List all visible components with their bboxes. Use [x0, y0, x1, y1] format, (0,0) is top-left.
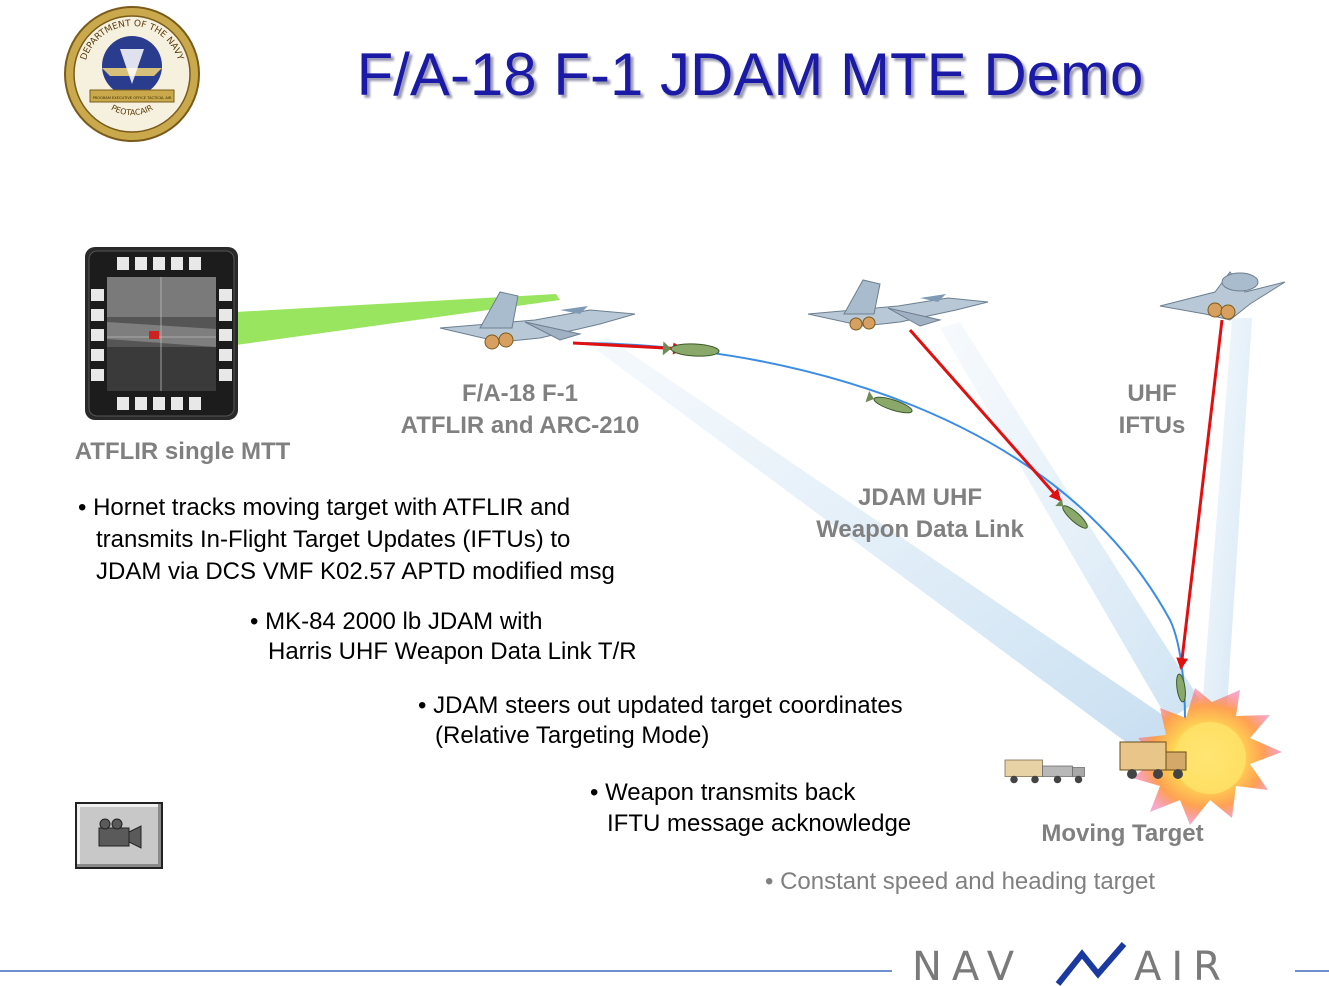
- jdam-bomb-3: [1055, 498, 1088, 529]
- svg-text:AIR: AIR: [1134, 944, 1231, 986]
- sensor-beam-aircraft2: [940, 322, 1200, 720]
- navy-seal-logo: DEPARTMENT OF THE NAVY PEOTACAIR PROGRAM…: [64, 6, 200, 142]
- svg-text:PEOTACAIR: PEOTACAIR: [110, 103, 155, 117]
- jdam-bomb-4: [1176, 673, 1186, 703]
- bullet-4-line1: • Weapon transmits back: [590, 779, 856, 806]
- footer-divider-right: [1295, 970, 1329, 972]
- video-camera-icon: [98, 818, 142, 849]
- target-truck: [1119, 741, 1187, 779]
- bullet-2-line1: • MK-84 2000 lb JDAM with: [250, 608, 543, 635]
- bullet-4-line2: IFTU message acknowledge: [607, 810, 912, 837]
- fa18-aircraft-1: [439, 291, 636, 350]
- bullet-3-line2: (Relative Targeting Mode): [435, 722, 710, 749]
- atflir-mfd-display: [85, 247, 238, 420]
- bullet-1-line2: transmits In-Flight Target Updates (IFTU…: [96, 526, 571, 553]
- fa18-aircraft-2: [807, 279, 989, 331]
- decoy-truck: [1004, 759, 1085, 784]
- slide-title: F/A-18 F-1 JDAM MTE Demo: [356, 41, 1144, 108]
- uhf-label-line2: IFTUs: [1118, 412, 1186, 439]
- jdam-bomb-1: [662, 341, 720, 357]
- navair-logo: NAV AIR: [912, 942, 1231, 986]
- atflir-label: ATFLIR single MTT: [74, 438, 291, 465]
- aircraft-label-line1: F/A-18 F-1: [461, 380, 578, 407]
- svg-text:PROGRAM EXECUTIVE OFFICE TACTI: PROGRAM EXECUTIVE OFFICE TACTICAL AIR: [93, 96, 172, 100]
- jdam-bomb-2: [865, 390, 913, 414]
- atflir-beam: [236, 294, 560, 345]
- uhf-label-line1: UHF: [1127, 380, 1177, 407]
- fa18-aircraft-3: [1159, 271, 1286, 321]
- ifu-arrow-aircraft2: [908, 329, 1062, 502]
- datalink-label-line1: JDAM UHF: [858, 484, 982, 511]
- sensor-beam-aircraft1: [590, 338, 1185, 760]
- bullet-2-line2: Harris UHF Weapon Data Link T/R: [268, 638, 637, 665]
- ifu-arrow-aircraft3: [1176, 319, 1224, 670]
- video-play-button[interactable]: [75, 802, 163, 869]
- bullet-3-line1: • JDAM steers out updated target coordin…: [418, 692, 903, 719]
- sensor-beam-aircraft3: [1200, 318, 1252, 740]
- svg-text:NAV: NAV: [912, 944, 1024, 986]
- datalink-label-line2: Weapon Data Link: [816, 516, 1024, 543]
- explosion-graphic: [1132, 688, 1282, 825]
- aircraft-label-line2: ATFLIR and ARC-210: [400, 412, 640, 439]
- footer-divider-left: [0, 970, 892, 972]
- bullet-5: • Constant speed and heading target: [765, 868, 1156, 895]
- bullet-1-line3: JDAM via DCS VMF K02.57 APTD modified ms…: [96, 558, 615, 585]
- bullet-1-line1: • Hornet tracks moving target with ATFLI…: [78, 494, 571, 521]
- moving-target-label: Moving Target: [1041, 820, 1204, 847]
